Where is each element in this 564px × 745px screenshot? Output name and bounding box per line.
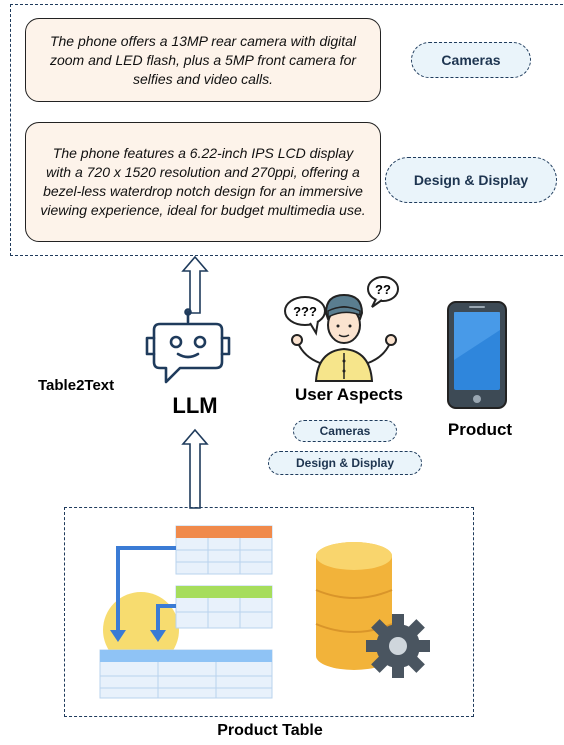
camera-description: The phone offers a 13MP rear camera with… <box>25 18 381 102</box>
display-description: The phone features a 6.22-inch IPS LCD d… <box>25 122 381 242</box>
robot-icon <box>145 308 231 384</box>
product-table-label: Product Table <box>217 722 323 739</box>
user-aspect-pill-cameras: Cameras <box>293 420 397 442</box>
user-aspects-title: User Aspects <box>294 385 404 404</box>
generated-text-region <box>10 4 564 256</box>
llm-label: LLM <box>172 393 218 418</box>
aspect-pill-design-display: Design & Display <box>385 157 557 203</box>
product-label: Product <box>447 420 513 439</box>
user-person-icon: ??? ?? <box>284 276 399 382</box>
table-merge-illustration <box>99 525 273 699</box>
up-arrow-to-llm <box>181 428 209 509</box>
right-bubble-text: ?? <box>375 282 391 297</box>
up-arrow-to-text <box>181 255 209 314</box>
user-aspect-pill-design-display: Design & Display <box>268 451 422 475</box>
database-gear-icon <box>315 542 430 678</box>
left-bubble-text: ??? <box>293 304 317 319</box>
product-table-region <box>64 507 474 717</box>
table2text-label: Table2Text <box>38 377 115 394</box>
smartphone-icon <box>447 301 507 409</box>
aspect-pill-cameras: Cameras <box>411 42 531 78</box>
